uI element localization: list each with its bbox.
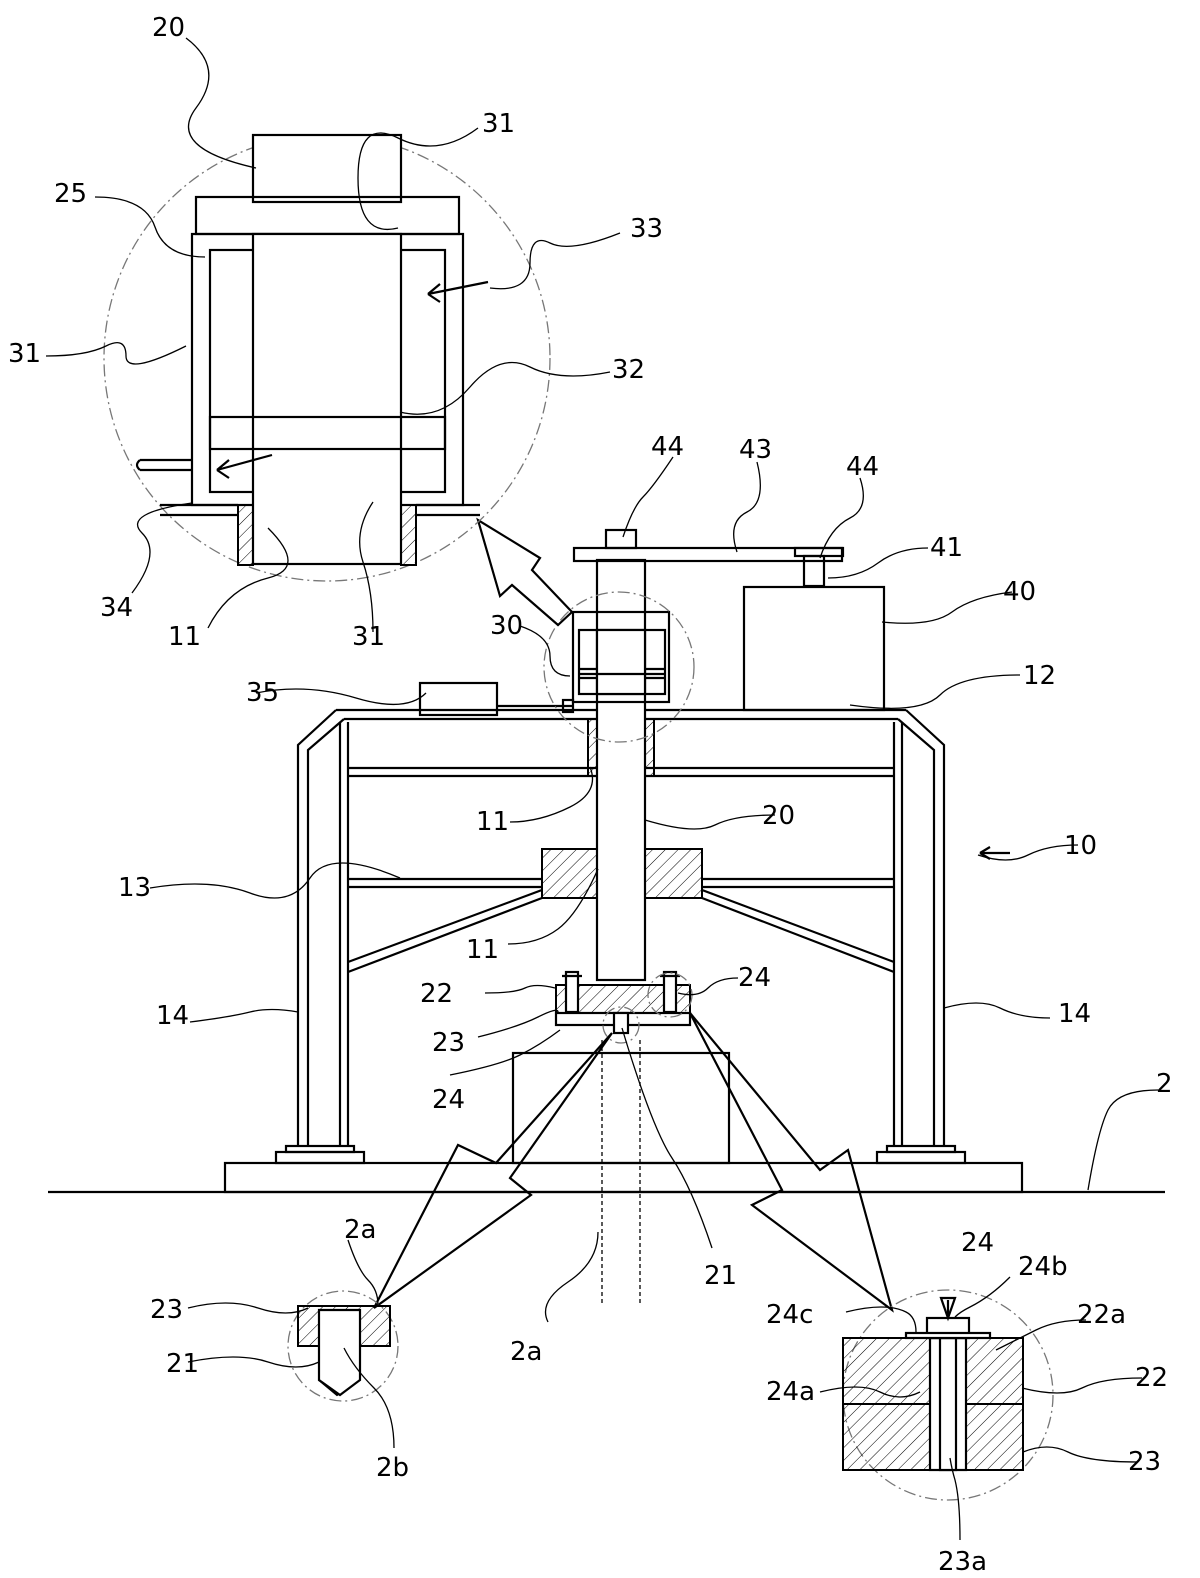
label-23a: 23a [938,1547,987,1577]
label-14-right: 14 [1058,999,1091,1029]
main-assembly [48,520,1165,1310]
label-33: 33 [630,214,663,244]
label-22a: 22a [1077,1300,1126,1330]
label-2a-center: 2a [510,1337,542,1367]
label-23-left: 23 [150,1295,183,1325]
label-44-right: 44 [846,452,879,482]
label-11-mid: 11 [476,807,509,837]
label-24b: 24b [1018,1252,1068,1282]
label-44-left: 44 [651,432,684,462]
label-41: 41 [930,533,963,563]
label-32: 32 [612,355,645,385]
motor [744,587,884,710]
label-20-top: 20 [152,13,185,43]
label-21-left: 21 [166,1349,199,1379]
top-bearing-right [645,719,654,776]
label-31-left: 31 [8,339,41,369]
label-40: 40 [1003,577,1036,607]
callout-arrow-left [374,1033,612,1308]
base-plate [225,1163,1022,1192]
label-22: 22 [420,979,453,1009]
label-23-right: 23 [1128,1447,1161,1477]
label-14-left: 14 [156,1001,189,1031]
label-34: 34 [100,593,133,623]
label-10: 10 [1064,831,1097,861]
bolt-detail [843,1290,1053,1500]
label-2b: 2b [376,1453,409,1483]
label-24-detail: 24 [961,1228,994,1258]
label-2: 2 [1156,1069,1173,1099]
label-23: 23 [432,1028,465,1058]
label-24a: 24a [766,1377,815,1407]
top-bearing-left [588,719,597,776]
label-31-top: 31 [482,109,515,139]
coupling-detail [104,135,550,581]
label-22-right: 22 [1135,1363,1168,1393]
label-11-top: 11 [168,622,201,652]
label-21-center: 21 [704,1261,737,1291]
label-13: 13 [118,873,151,903]
label-25: 25 [54,179,87,209]
callout-arrow-top [478,520,572,625]
shaft-tip [614,1013,628,1033]
tip-detail [288,1291,398,1401]
foot-pads [276,1146,965,1163]
label-43: 43 [739,435,772,465]
label-31-bottom: 31 [352,622,385,652]
label-2a-left: 2a [344,1215,376,1245]
label-11-low: 11 [466,935,499,965]
label-24c: 24c [766,1300,813,1330]
label-12: 12 [1023,661,1056,691]
label-24-lower: 24 [432,1085,465,1115]
shaft [597,560,645,980]
label-35: 35 [246,678,279,708]
label-20-mid: 20 [762,801,795,831]
label-24-upper: 24 [738,963,771,993]
label-30: 30 [490,611,523,641]
